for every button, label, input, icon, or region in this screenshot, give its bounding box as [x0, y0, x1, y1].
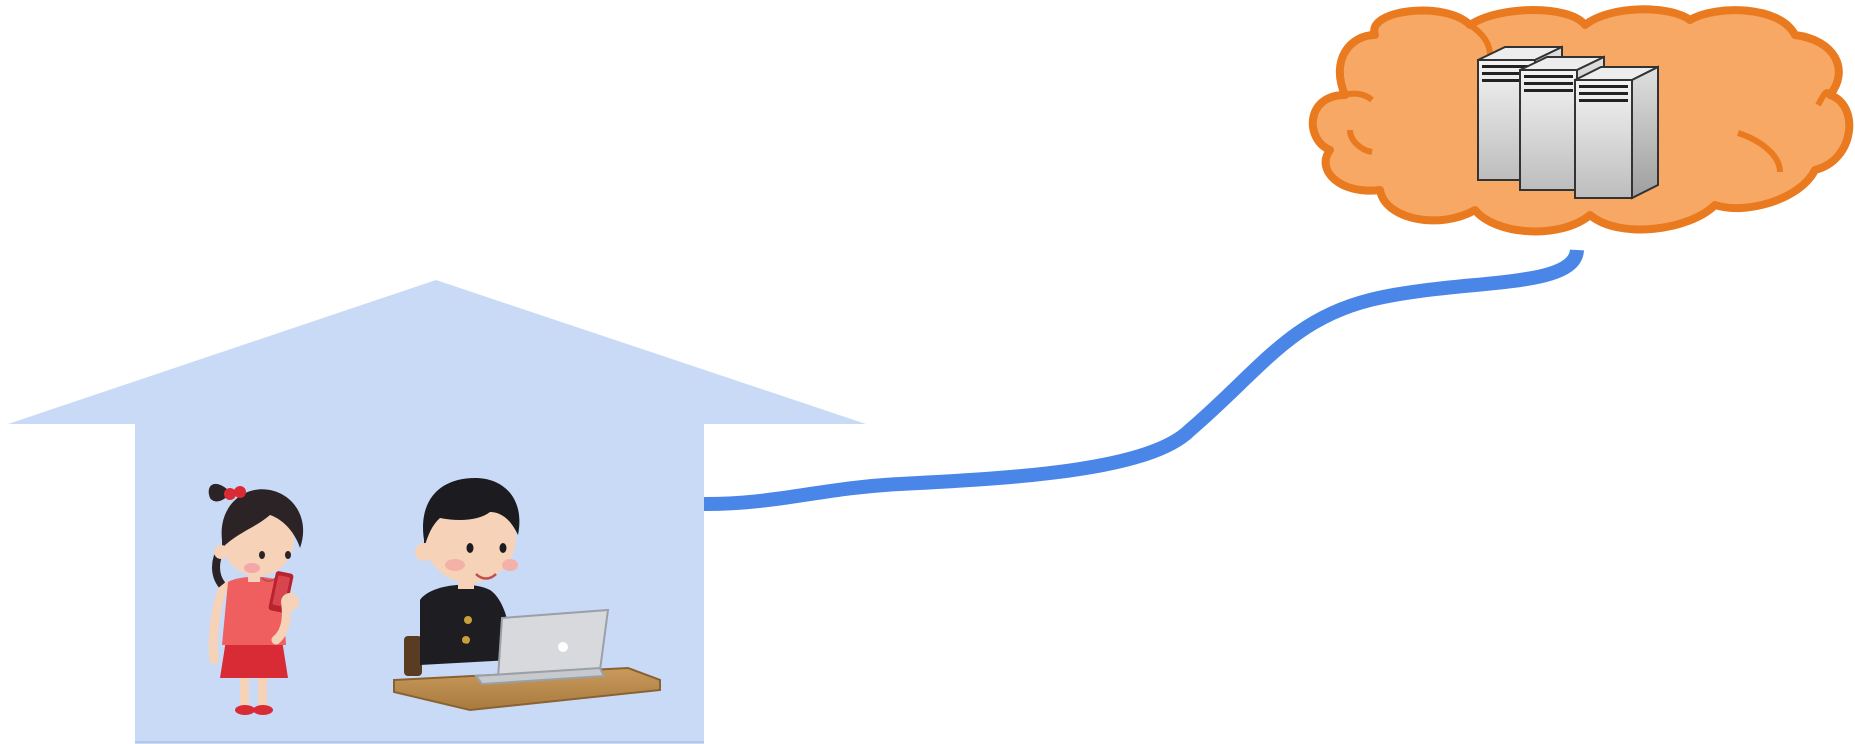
- server-rack-icon: [1477, 45, 1659, 200]
- server-unit-3: [1574, 65, 1659, 200]
- girl-with-smartphone-icon: [208, 483, 304, 715]
- boy-with-laptop-icon: [393, 478, 661, 712]
- network-connection-line: [703, 248, 1584, 511]
- house-roof: [8, 280, 866, 424]
